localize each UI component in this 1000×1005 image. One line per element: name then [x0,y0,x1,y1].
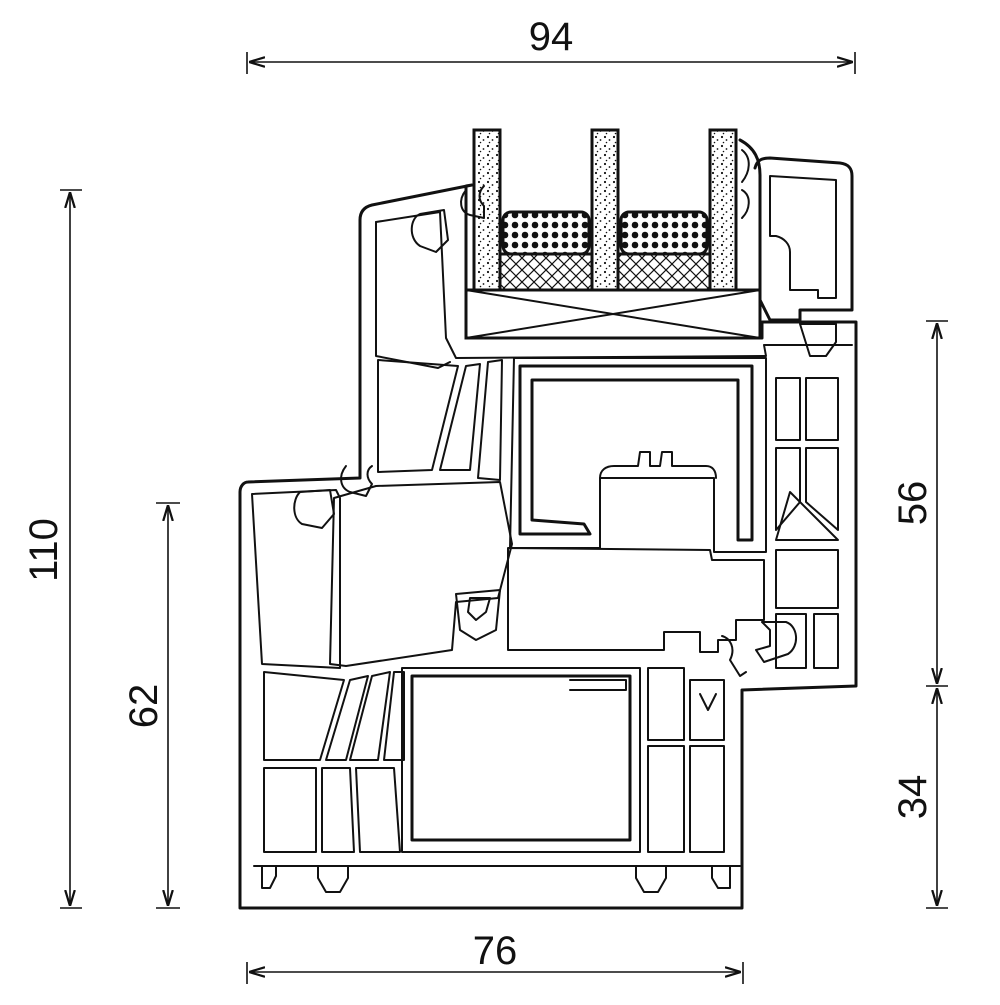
dim-label-56: 56 [891,481,935,526]
spacer-bar-1 [501,210,591,256]
dim-label-94: 94 [529,15,574,59]
spacer-bar-2 [619,210,709,256]
glass-pane-1 [472,128,502,292]
dim-label-62: 62 [122,684,166,729]
dimension-left-110: 110 [22,189,82,909]
glass-pane-2 [590,128,620,292]
dimension-top-94: 94 [246,15,856,74]
triple-glazing [464,128,762,340]
dim-label-34: 34 [891,775,935,820]
dim-label-76: 76 [473,929,518,973]
sash-profile [238,183,858,910]
dimension-bottom-76: 76 [246,929,744,984]
frame-profile [251,465,765,893]
glass-pane-3 [708,128,738,292]
dimension-left-62: 62 [122,502,180,909]
sealant-2 [616,252,712,292]
glazing-bead [738,138,854,322]
dim-label-110: 110 [22,518,66,582]
sealant-1 [498,252,594,292]
dimension-right-56-34: 56 34 [891,320,948,909]
